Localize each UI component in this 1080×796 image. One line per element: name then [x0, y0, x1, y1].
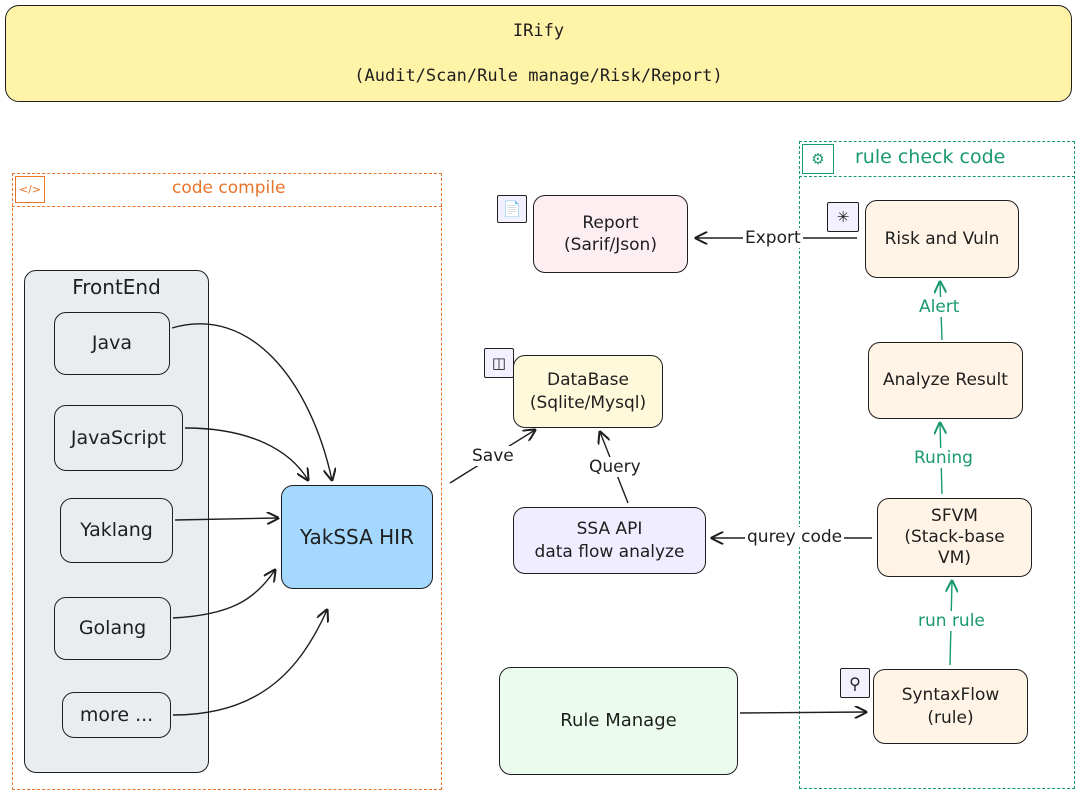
database-icon: ◫ — [484, 348, 514, 378]
database-node: DataBase (Sqlite/Mysql) — [513, 355, 663, 428]
app-subtitle: (Audit/Scan/Rule manage/Risk/Report) — [354, 65, 723, 86]
risk-node: Risk and Vuln — [865, 200, 1019, 278]
lang-yaklang: Yaklang — [60, 498, 173, 563]
edge-javascript-hir — [184, 427, 308, 480]
bug-icon: ✳ — [827, 202, 859, 232]
edge-label-runing: Runing — [912, 448, 975, 469]
lang-java: Java — [54, 312, 170, 375]
yakssa-hir-node: YakSSA HIR — [281, 485, 433, 589]
edge-label-alert: Alert — [917, 297, 962, 318]
edge-label-export: Export — [743, 228, 803, 249]
search-icon: ⚲ — [840, 668, 870, 698]
rule-manage-node: Rule Manage — [499, 667, 738, 775]
edge-golang-hir — [172, 570, 275, 619]
syntaxflow-node: SyntaxFlow (rule) — [873, 669, 1028, 744]
edge-label-run-rule: run rule — [916, 611, 987, 632]
rule-check-group — [799, 141, 1075, 789]
code-compile-icon: </> — [15, 176, 45, 203]
rule-check-label: rule check code — [855, 146, 1006, 168]
edge-label-save: Save — [470, 446, 516, 467]
code-compile-header — [12, 173, 442, 207]
report-icon: 📄 — [497, 195, 527, 223]
code-compile-group — [12, 173, 442, 790]
app-header: IRify (Audit/Scan/Rule manage/Risk/Repor… — [5, 5, 1072, 102]
edge-label-query: Query — [587, 457, 643, 478]
lang-more: more ... — [62, 692, 171, 738]
lang-javascript: JavaScript — [54, 405, 183, 471]
edge-java-hir — [171, 323, 332, 480]
frontend-label: FrontEnd — [72, 275, 161, 299]
edge-yaklang-hir — [174, 518, 278, 520]
code-compile-label: code compile — [172, 178, 286, 198]
sfvm-node: SFVM (Stack-base VM) — [877, 498, 1032, 577]
lang-golang: Golang — [54, 597, 171, 660]
edge-label-qurey-code: qurey code — [745, 527, 845, 548]
app-title: IRify — [512, 21, 565, 42]
ssa-api-node: SSA API data flow analyze — [513, 507, 706, 574]
rule-check-icon: ⚙ — [802, 144, 834, 174]
rule-check-header — [799, 141, 1075, 177]
report-node: Report (Sarif/Json) — [533, 195, 688, 273]
edge-rulemanage-syntaxflow — [739, 712, 866, 713]
analyze-result-node: Analyze Result — [868, 342, 1023, 419]
edge-more-hir — [172, 610, 327, 716]
